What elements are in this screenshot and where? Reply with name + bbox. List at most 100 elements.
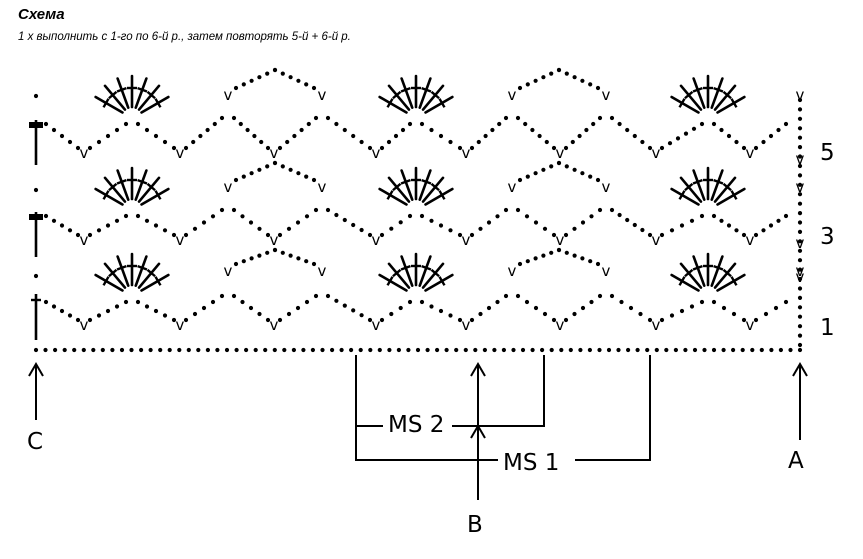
chain-dot xyxy=(797,97,803,103)
single-crochet-mark: v xyxy=(796,268,805,286)
chain-dot xyxy=(797,342,803,348)
double-crochet-bar xyxy=(154,190,162,200)
chain-dot xyxy=(114,127,120,133)
chain-dot xyxy=(248,220,254,225)
chain-dot xyxy=(645,347,650,353)
chain-dot xyxy=(726,133,732,139)
double-crochet-bar xyxy=(154,276,162,286)
chain-dot xyxy=(407,121,413,127)
bracket-ms1-right xyxy=(575,355,651,461)
chain-dot xyxy=(675,136,681,141)
chain-dot xyxy=(495,214,500,219)
chain-dot xyxy=(702,347,707,353)
chain-dot xyxy=(148,347,153,353)
bracket-ms2-left xyxy=(355,355,383,427)
repeat-brackets xyxy=(355,355,651,461)
chain-dot xyxy=(196,347,201,353)
edge-bar xyxy=(29,122,43,128)
chain-dot xyxy=(171,232,177,238)
chain-dot xyxy=(272,160,278,166)
chain-dot xyxy=(100,347,105,353)
chain-dot xyxy=(291,347,296,353)
chain-dot xyxy=(205,347,210,353)
chain-dot xyxy=(530,347,535,353)
chain-dot xyxy=(158,347,163,353)
chain-dot xyxy=(387,347,392,353)
chain-dot xyxy=(797,314,803,319)
chain-dot xyxy=(625,127,630,133)
chain-dot xyxy=(537,133,542,139)
single-crochet-mark: v xyxy=(80,231,89,249)
chain-dot xyxy=(556,247,562,253)
double-crochet-bar xyxy=(154,98,162,108)
double-crochet-bar xyxy=(392,268,402,278)
double-crochet-stem xyxy=(378,95,408,114)
chain-dot xyxy=(233,261,239,267)
chain-dot xyxy=(797,248,803,253)
chain-dot xyxy=(62,347,67,353)
double-crochet-bar xyxy=(102,276,110,286)
row-label-5: 5 xyxy=(820,140,835,166)
chain-dot xyxy=(517,177,523,183)
chain-dot xyxy=(797,276,803,282)
single-crochet-mark: v xyxy=(372,231,381,249)
chain-dot xyxy=(740,347,745,353)
chain-dot xyxy=(503,207,509,213)
chain-dot xyxy=(162,139,168,145)
chain-dot xyxy=(342,217,347,223)
chain-dot xyxy=(483,133,488,139)
single-crochet-mark: v xyxy=(508,262,517,280)
chain-dot xyxy=(304,214,310,219)
chain-dot xyxy=(407,299,413,305)
double-crochet-stem xyxy=(116,255,130,287)
row-label-1: 1 xyxy=(820,315,835,341)
chain-dot xyxy=(669,313,675,318)
chain-dot xyxy=(212,121,217,127)
chain-dot xyxy=(750,347,755,353)
chain-dot xyxy=(198,133,203,139)
chain-dot xyxy=(617,212,622,218)
chain-dot xyxy=(280,71,285,76)
double-crochet-stem xyxy=(140,95,170,114)
chain-dot xyxy=(530,127,535,133)
chain-dot xyxy=(359,227,364,233)
chain-dot xyxy=(240,214,245,219)
chain-dot xyxy=(257,253,262,258)
chain-dot xyxy=(478,311,483,317)
double-crochet-stem xyxy=(424,95,454,114)
chain-dot xyxy=(295,305,301,311)
chain-dot xyxy=(563,145,569,151)
chain-dot xyxy=(313,207,319,213)
chain-dot xyxy=(549,164,554,169)
single-crochet-mark: v xyxy=(508,86,517,104)
chain-dot xyxy=(144,127,150,133)
chain-dot xyxy=(542,311,548,317)
single-crochet-mark: v xyxy=(176,316,185,334)
chain-dot xyxy=(183,317,189,323)
chain-dot xyxy=(721,305,727,311)
chain-dot xyxy=(342,303,347,308)
single-crochet-mark: v xyxy=(556,316,565,334)
chain-dot xyxy=(296,171,301,176)
chain-dot xyxy=(783,299,789,305)
fan-cluster xyxy=(670,252,746,292)
single-crochet-mark: v xyxy=(462,316,471,334)
chain-dot xyxy=(358,347,363,353)
single-crochet-mark: v xyxy=(556,231,565,249)
chain-dot xyxy=(296,256,301,261)
double-crochet-stem xyxy=(670,273,700,292)
chain-dot xyxy=(595,261,601,267)
chain-dot xyxy=(515,293,521,299)
chain-dot xyxy=(778,347,784,353)
double-crochet-stem xyxy=(710,255,724,287)
chain-dot xyxy=(379,317,385,323)
chain-dot xyxy=(673,347,679,353)
chain-dot xyxy=(503,293,509,299)
double-crochet-stem xyxy=(116,169,130,201)
double-crochet-bar xyxy=(116,178,127,185)
chain-dot xyxy=(734,139,739,145)
chain-dot xyxy=(457,145,463,151)
chain-dot xyxy=(768,223,774,228)
chain-dot xyxy=(763,311,769,317)
